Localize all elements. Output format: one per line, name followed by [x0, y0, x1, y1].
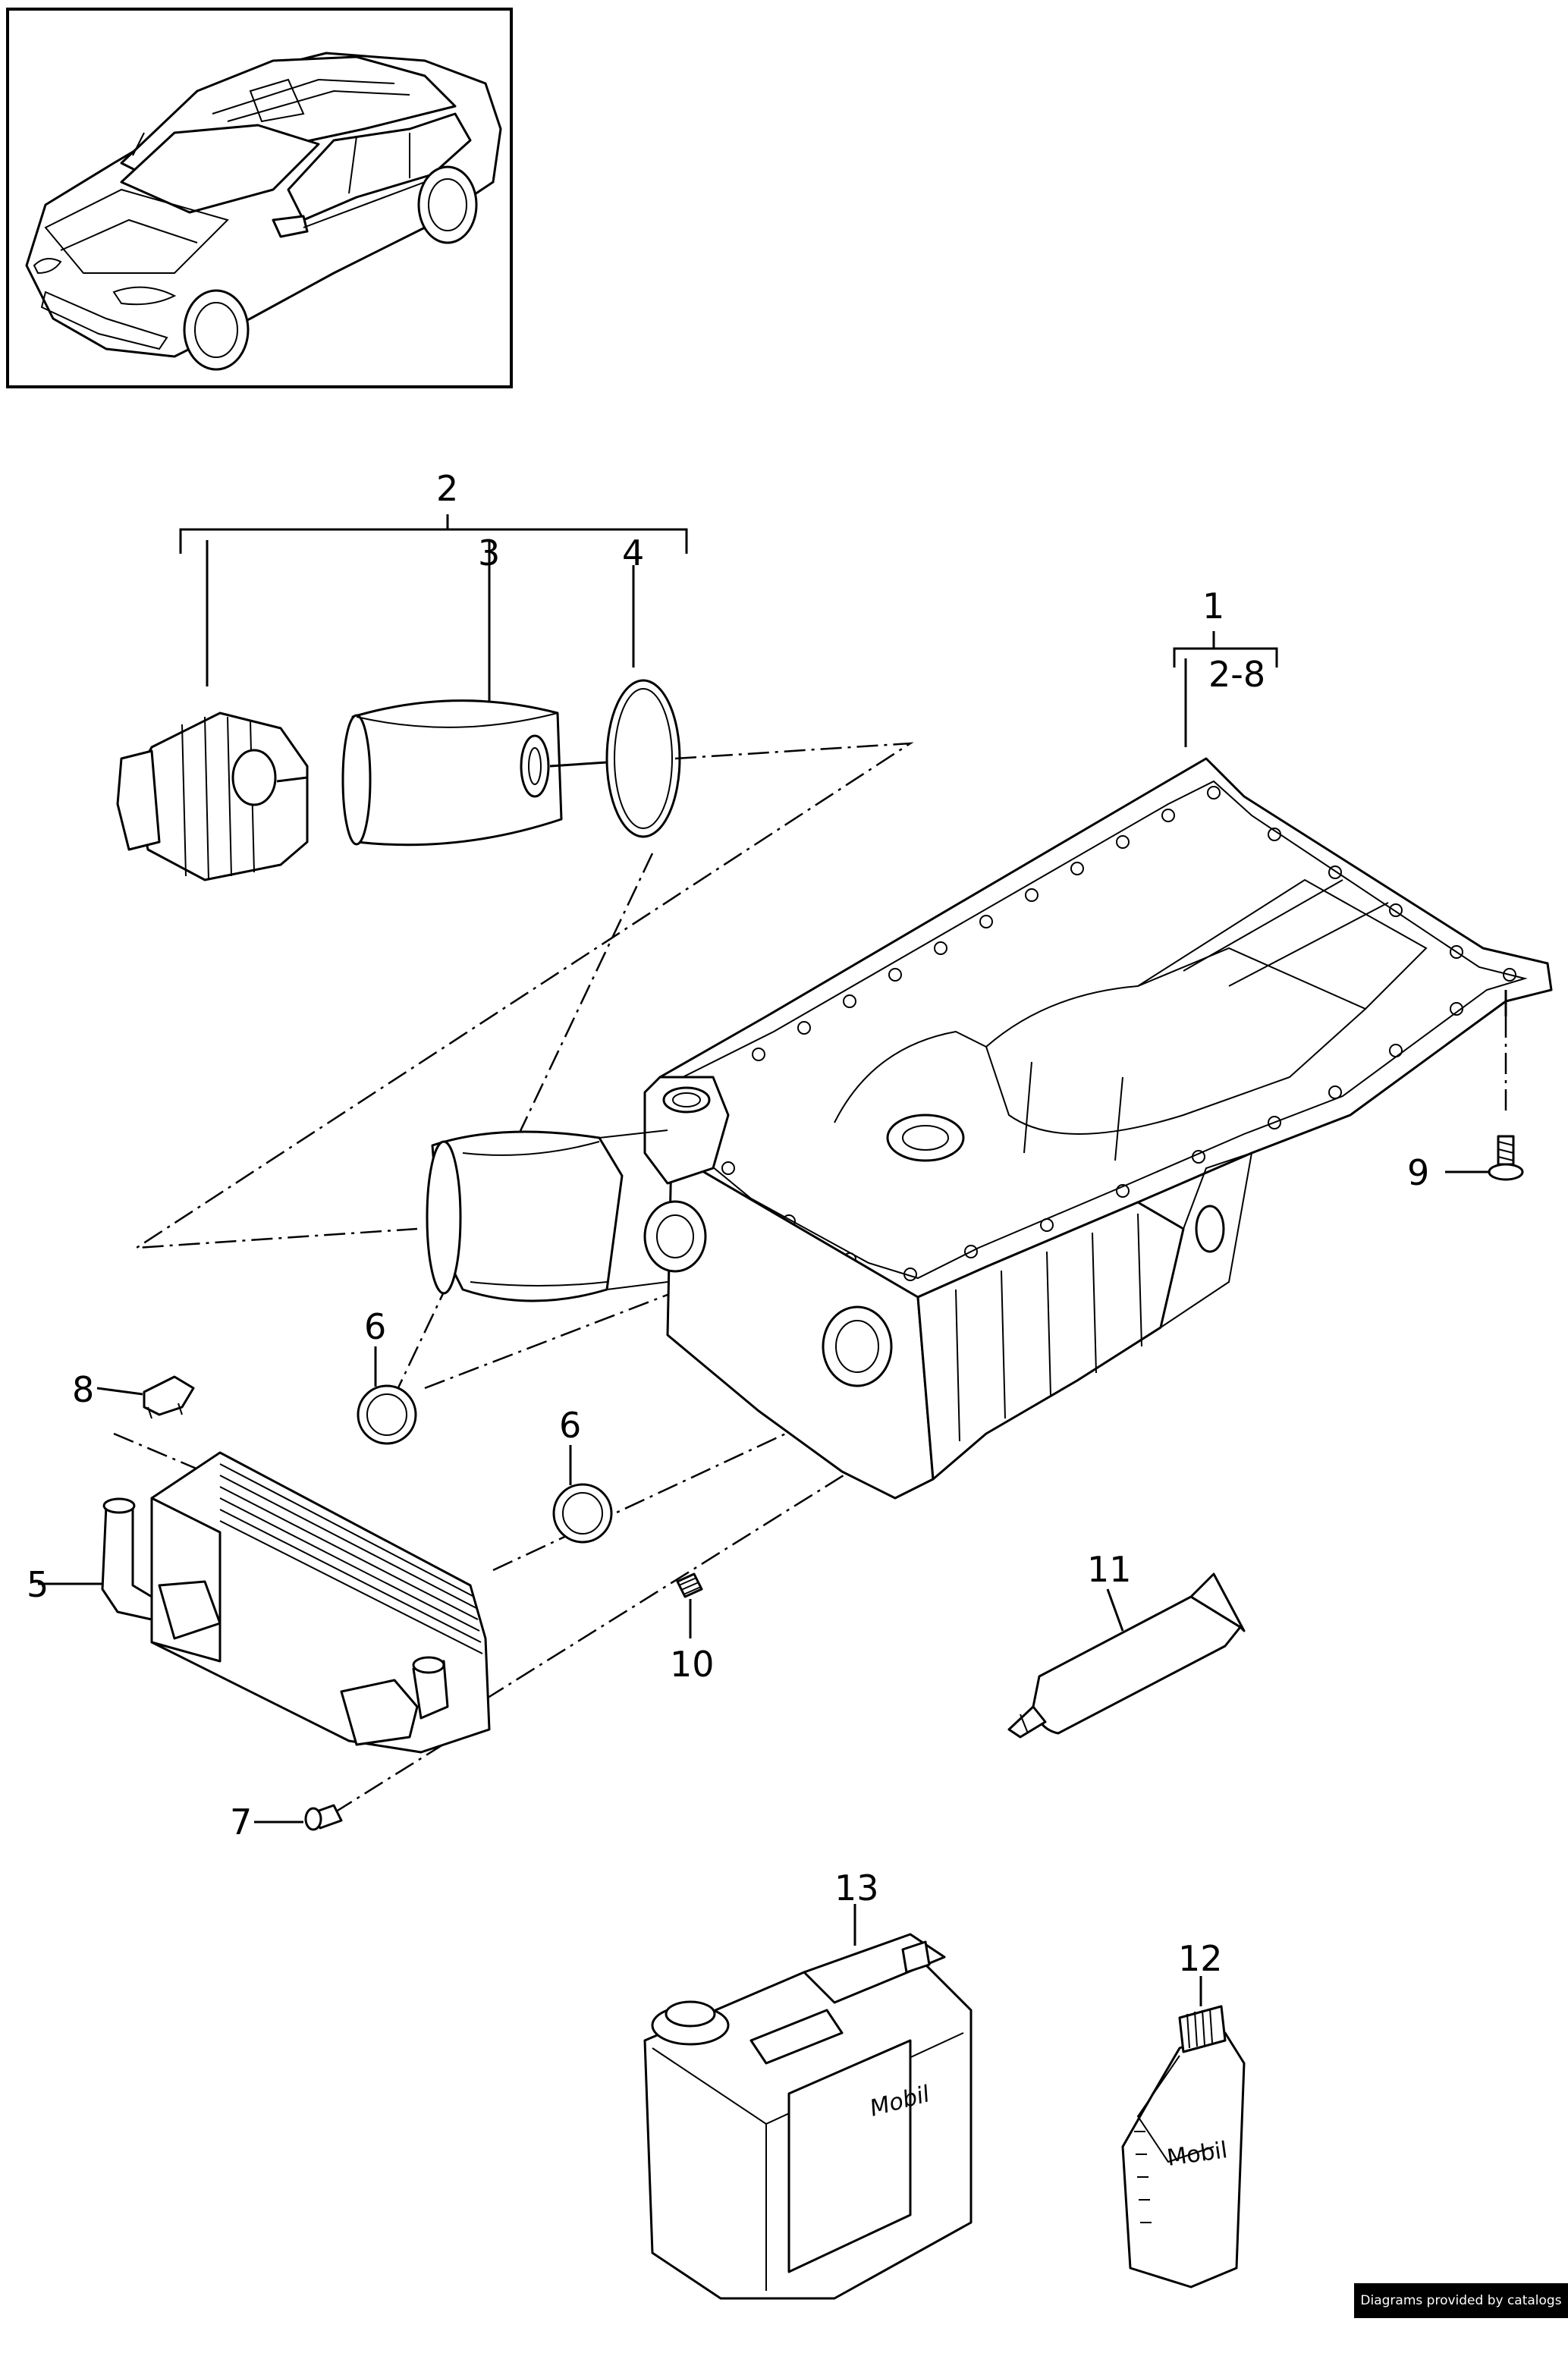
filter-o-ring [605, 679, 681, 838]
callouts: 2 3 4 1 2-8 9 6 8 6 5 10 11 7 13 12 [27, 468, 1429, 1979]
credit-badge: Diagrams provided by catalogs parts [1354, 2283, 1568, 2343]
oil-cooler [38, 1451, 491, 1754]
pan-bolt [1445, 1135, 1524, 1181]
callout-7: 7 [230, 1802, 252, 1843]
callout-6-lower: 6 [559, 1405, 581, 1446]
callout-12: 12 [1178, 1938, 1223, 1979]
filter-element [341, 699, 608, 847]
sealant-tube [1007, 1572, 1246, 1739]
bracket-2 [179, 514, 688, 705]
oil-pan [426, 757, 1553, 1500]
callout-9: 9 [1407, 1152, 1429, 1193]
threaded-stud [676, 1572, 703, 1638]
oil-canister: Mobil [643, 1904, 973, 2300]
callout-13: 13 [834, 1868, 879, 1908]
seal-upper [357, 1346, 417, 1445]
cooler-screw [254, 1804, 343, 1831]
callout-10: 10 [670, 1644, 715, 1685]
callout-1: 1 [1202, 586, 1224, 627]
filter-housing-cap [116, 712, 309, 881]
callout-2: 2 [436, 468, 458, 509]
callout-4: 4 [622, 532, 644, 573]
callout-6-upper: 6 [364, 1306, 386, 1347]
vehicle-thumbnail [6, 8, 513, 388]
callout-2-8: 2-8 [1208, 654, 1265, 695]
callout-5: 5 [27, 1564, 49, 1605]
seal-lower [552, 1445, 613, 1544]
hose-clip [96, 1375, 195, 1419]
callout-8: 8 [72, 1369, 94, 1410]
bracket-1 [1173, 631, 1278, 747]
callout-3: 3 [478, 532, 500, 573]
callout-11: 11 [1087, 1549, 1132, 1590]
oil-bottle: Mobil [1121, 1976, 1246, 2289]
suv-vehicle-icon [25, 52, 502, 371]
